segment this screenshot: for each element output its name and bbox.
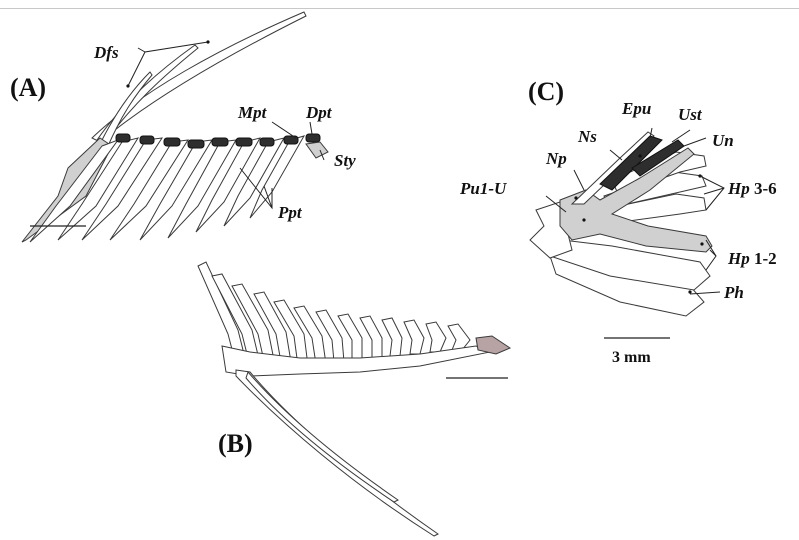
label-hp-3-6-range: 3-6 bbox=[750, 179, 777, 198]
panel-label-a: (A) bbox=[10, 73, 46, 102]
label-epu: Epu bbox=[621, 99, 651, 118]
panel-a: (A) Dfs Mpt Dpt Sty Ppt bbox=[10, 12, 356, 242]
label-sty: Sty bbox=[334, 151, 356, 170]
dorsal-fin-spines bbox=[92, 12, 306, 146]
label-ns: Ns bbox=[577, 127, 597, 146]
panel-label-b: (B) bbox=[218, 429, 253, 458]
label-hp-1-2: Hp 1-2 bbox=[727, 249, 777, 268]
scale-text: 3 mm bbox=[612, 349, 651, 366]
label-pu1-u: Pu1-U bbox=[459, 179, 507, 198]
label-ppt: Ppt bbox=[277, 203, 303, 222]
label-hp-1-2-range: 1-2 bbox=[750, 249, 777, 268]
label-np: Np bbox=[545, 149, 567, 168]
label-hp-3-6: Hp 3-6 bbox=[727, 179, 777, 198]
label-dfs: Dfs bbox=[93, 43, 119, 62]
label-hp-3-6-abbr: Hp bbox=[727, 179, 750, 198]
label-mpt: Mpt bbox=[237, 103, 268, 122]
panel-b: (B) bbox=[198, 262, 510, 536]
label-ust: Ust bbox=[678, 105, 703, 124]
label-dpt: Dpt bbox=[305, 103, 333, 122]
label-hp-1-2-abbr: Hp bbox=[727, 249, 750, 268]
label-un: Un bbox=[712, 131, 734, 150]
panel-label-c: (C) bbox=[528, 77, 564, 106]
stay bbox=[306, 142, 328, 158]
panel-c: (C) Epu Ust Un Ns Np Pu1-U Hp 3-6 Hp 1-2… bbox=[459, 77, 777, 366]
label-ph: Ph bbox=[723, 283, 744, 302]
